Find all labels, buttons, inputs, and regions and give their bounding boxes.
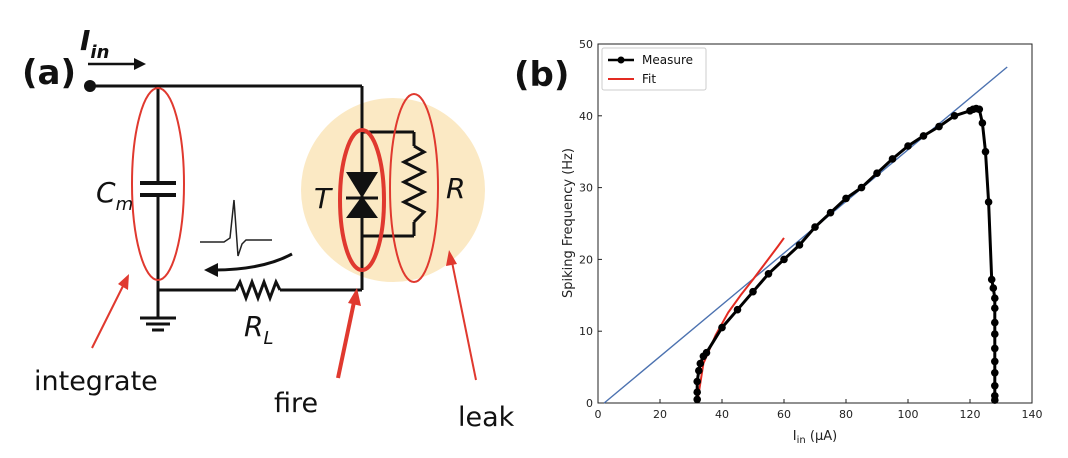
measure-data-point [904, 142, 912, 150]
measure-data-point [795, 241, 804, 249]
leak-highlight-ellipse [389, 93, 439, 283]
y-tick-label: 50 [579, 38, 593, 51]
leak-resistor-symbol [400, 144, 428, 224]
measure-data-point [991, 369, 999, 377]
y-tick-label: 30 [579, 182, 593, 195]
circuit-wires [84, 80, 416, 318]
measure-data-point [978, 119, 987, 127]
x-tick-label: 140 [1022, 408, 1043, 421]
integrate-arrowhead [118, 274, 129, 290]
measure-data-point [702, 348, 711, 357]
linear-reference-line [603, 66, 1008, 404]
fit-series-line [696, 237, 785, 404]
measure-data-point [991, 382, 999, 390]
y-tick-label: 10 [579, 325, 593, 338]
measure-data-point [842, 194, 850, 203]
x-tick-label: 100 [898, 408, 919, 421]
thyristor-highlight-ellipse [338, 128, 386, 272]
measure-data-point [935, 122, 943, 131]
chart-series [603, 66, 1008, 404]
measure-data-point [989, 284, 998, 292]
measure-data-point [764, 270, 773, 278]
measure-data-point [984, 198, 993, 206]
measure-data-point [950, 112, 959, 120]
measure-data-point [991, 396, 999, 404]
y-tick-label: 0 [586, 397, 593, 410]
measure-data-point [991, 294, 999, 303]
axis-ticks: 0 20 40 60 80 100 120 140 0 10 20 30 40 50 [579, 38, 1043, 421]
callout-arrows [91, 250, 477, 381]
measure-data-point [826, 208, 835, 217]
measure-data-point [991, 357, 999, 366]
x-tick-label: 40 [715, 408, 729, 421]
y-axis-label: Spiking Frequency (Hz) [561, 148, 576, 298]
spiking-frequency-chart: (b) 0 20 40 60 80 100 120 140 0 10 20 30 40 50 Measur… [514, 38, 1043, 446]
x-tick-label: 80 [839, 408, 853, 421]
measure-data-point [991, 304, 999, 313]
measure-data-point [975, 105, 984, 114]
fire-callout: fire [274, 388, 318, 419]
capacitor-symbol [140, 181, 176, 197]
measure-data-point [857, 183, 866, 192]
legend-measure-marker [617, 56, 625, 64]
capacitor-label: Cm [96, 176, 133, 215]
circuit-diagram: (a) Iin [22, 24, 515, 433]
measure-data-point [987, 275, 996, 284]
ground-symbol [140, 316, 176, 332]
measure-data-point [981, 147, 990, 156]
chart-legend: Measure Fit [601, 47, 707, 91]
leak-resistor-label: R [446, 172, 465, 205]
y-tick-label: 20 [579, 253, 593, 266]
x-tick-label: 0 [595, 408, 602, 421]
x-tick-label: 120 [960, 408, 981, 421]
measure-data-point [888, 155, 897, 163]
fire-arrowhead [348, 288, 361, 306]
input-current-label: Iin [80, 24, 109, 63]
spike-waveform-icon [200, 199, 272, 257]
x-axis-label: Iin (μA) [793, 429, 837, 446]
panel-b-label: (b) [514, 55, 569, 95]
integrate-callout: integrate [34, 366, 158, 397]
load-resistor-label: RL [244, 310, 274, 349]
y-tick-label: 40 [579, 110, 593, 123]
measure-data-point [991, 344, 999, 353]
measure-data-point [693, 395, 701, 404]
measure-data-point [733, 305, 742, 314]
legend-measure-label: Measure [642, 53, 693, 67]
measure-data-point [991, 318, 999, 327]
measure-data-point [695, 366, 703, 375]
load-resistor-symbol [234, 277, 282, 303]
measure-series-line [695, 107, 997, 401]
discharge-arrow [204, 252, 293, 277]
measure-data-point [696, 359, 705, 368]
thyristor-symbol [346, 172, 378, 218]
measure-data-point [693, 377, 701, 386]
leak-arrowhead [446, 250, 457, 266]
legend-fit-label: Fit [642, 72, 656, 86]
x-tick-label: 60 [777, 408, 791, 421]
thyristor-label: T [314, 182, 333, 215]
x-tick-label: 20 [653, 408, 667, 421]
plot-frame [597, 43, 1033, 404]
measure-data-point [919, 132, 928, 140]
measure-data-point [718, 323, 726, 332]
leak-callout: leak [458, 402, 515, 433]
measure-data-point [811, 223, 819, 231]
capacitor-highlight-ellipse [131, 87, 185, 281]
measure-data-point [693, 388, 701, 397]
measure-data-point [749, 287, 757, 296]
measure-data-point [991, 330, 999, 338]
measure-data-point [780, 255, 788, 264]
measure-data-point [873, 169, 881, 177]
input-current-arrow [88, 58, 146, 70]
panel-a-label: (a) [22, 53, 76, 93]
